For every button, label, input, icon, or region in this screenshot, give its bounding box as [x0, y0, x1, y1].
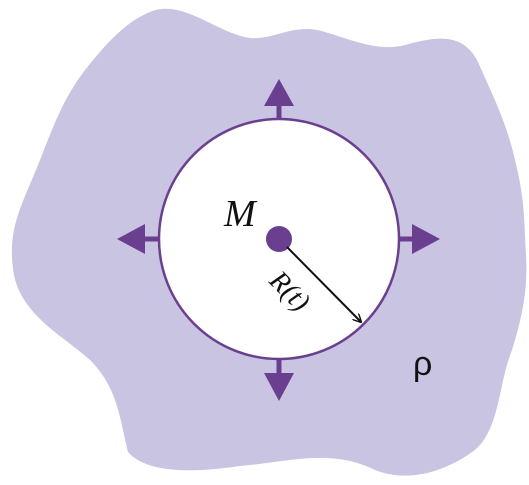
mass-label: M: [223, 193, 258, 235]
arrow-down-icon: [264, 359, 294, 401]
density-label: ρ: [413, 345, 432, 383]
radius-arrow-icon: [286, 246, 361, 322]
arrow-up-icon: [264, 79, 294, 119]
arrow-left-icon: [117, 224, 159, 254]
arrow-right-icon: [399, 224, 440, 254]
central-mass-dot: [266, 226, 292, 252]
